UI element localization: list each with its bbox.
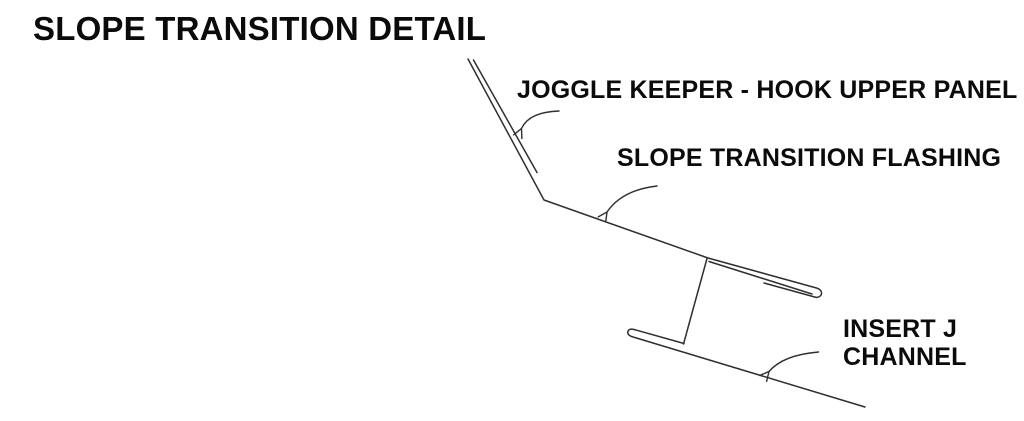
flashing-vertical-leg-line bbox=[682, 257, 708, 345]
joggle-keeper-line bbox=[472, 59, 538, 174]
label-insert-j-channel: INSERT J CHANNEL bbox=[843, 315, 967, 371]
flashing-underside-line bbox=[708, 260, 813, 295]
label-slope-transition-flashing: SLOPE TRANSITION FLASHING bbox=[617, 144, 1002, 172]
leader-arrow-joggle-keeper bbox=[512, 110, 560, 140]
page-title: SLOPE TRANSITION DETAIL bbox=[33, 10, 487, 47]
leader-arrow-flashing bbox=[597, 185, 658, 223]
leader-arrow-j-channel bbox=[759, 351, 820, 382]
upper-panel-and-flashing-line bbox=[467, 58, 823, 299]
label-insert-j-channel-line2: CHANNEL bbox=[843, 343, 967, 371]
label-insert-j-channel-line1: INSERT J bbox=[843, 315, 958, 343]
j-channel-and-lower-panel-line bbox=[627, 328, 866, 408]
label-joggle-keeper: JOGGLE KEEPER - HOOK UPPER PANEL bbox=[517, 76, 1018, 104]
